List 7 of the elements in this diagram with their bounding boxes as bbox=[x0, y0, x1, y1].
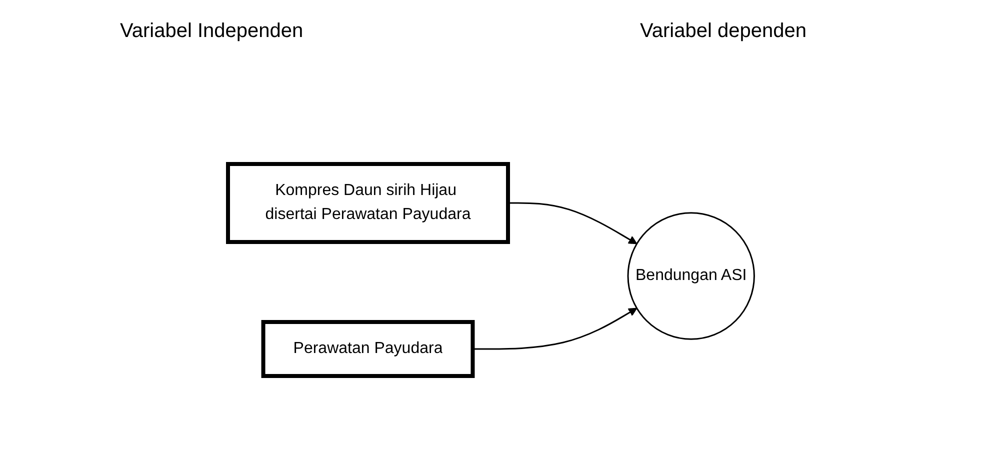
heading-text: Variabel Independen bbox=[120, 20, 304, 43]
node-box: Perawatan Payudara bbox=[262, 320, 476, 378]
heading-text: Variabel dependen bbox=[640, 20, 806, 43]
node-box: Kompres Daun sirih Hijau disertai Perawatan Payudara bbox=[226, 162, 510, 244]
arrow bbox=[473, 308, 638, 350]
arrow bbox=[508, 202, 638, 244]
node-circle: Bendungan ASI bbox=[628, 212, 756, 340]
